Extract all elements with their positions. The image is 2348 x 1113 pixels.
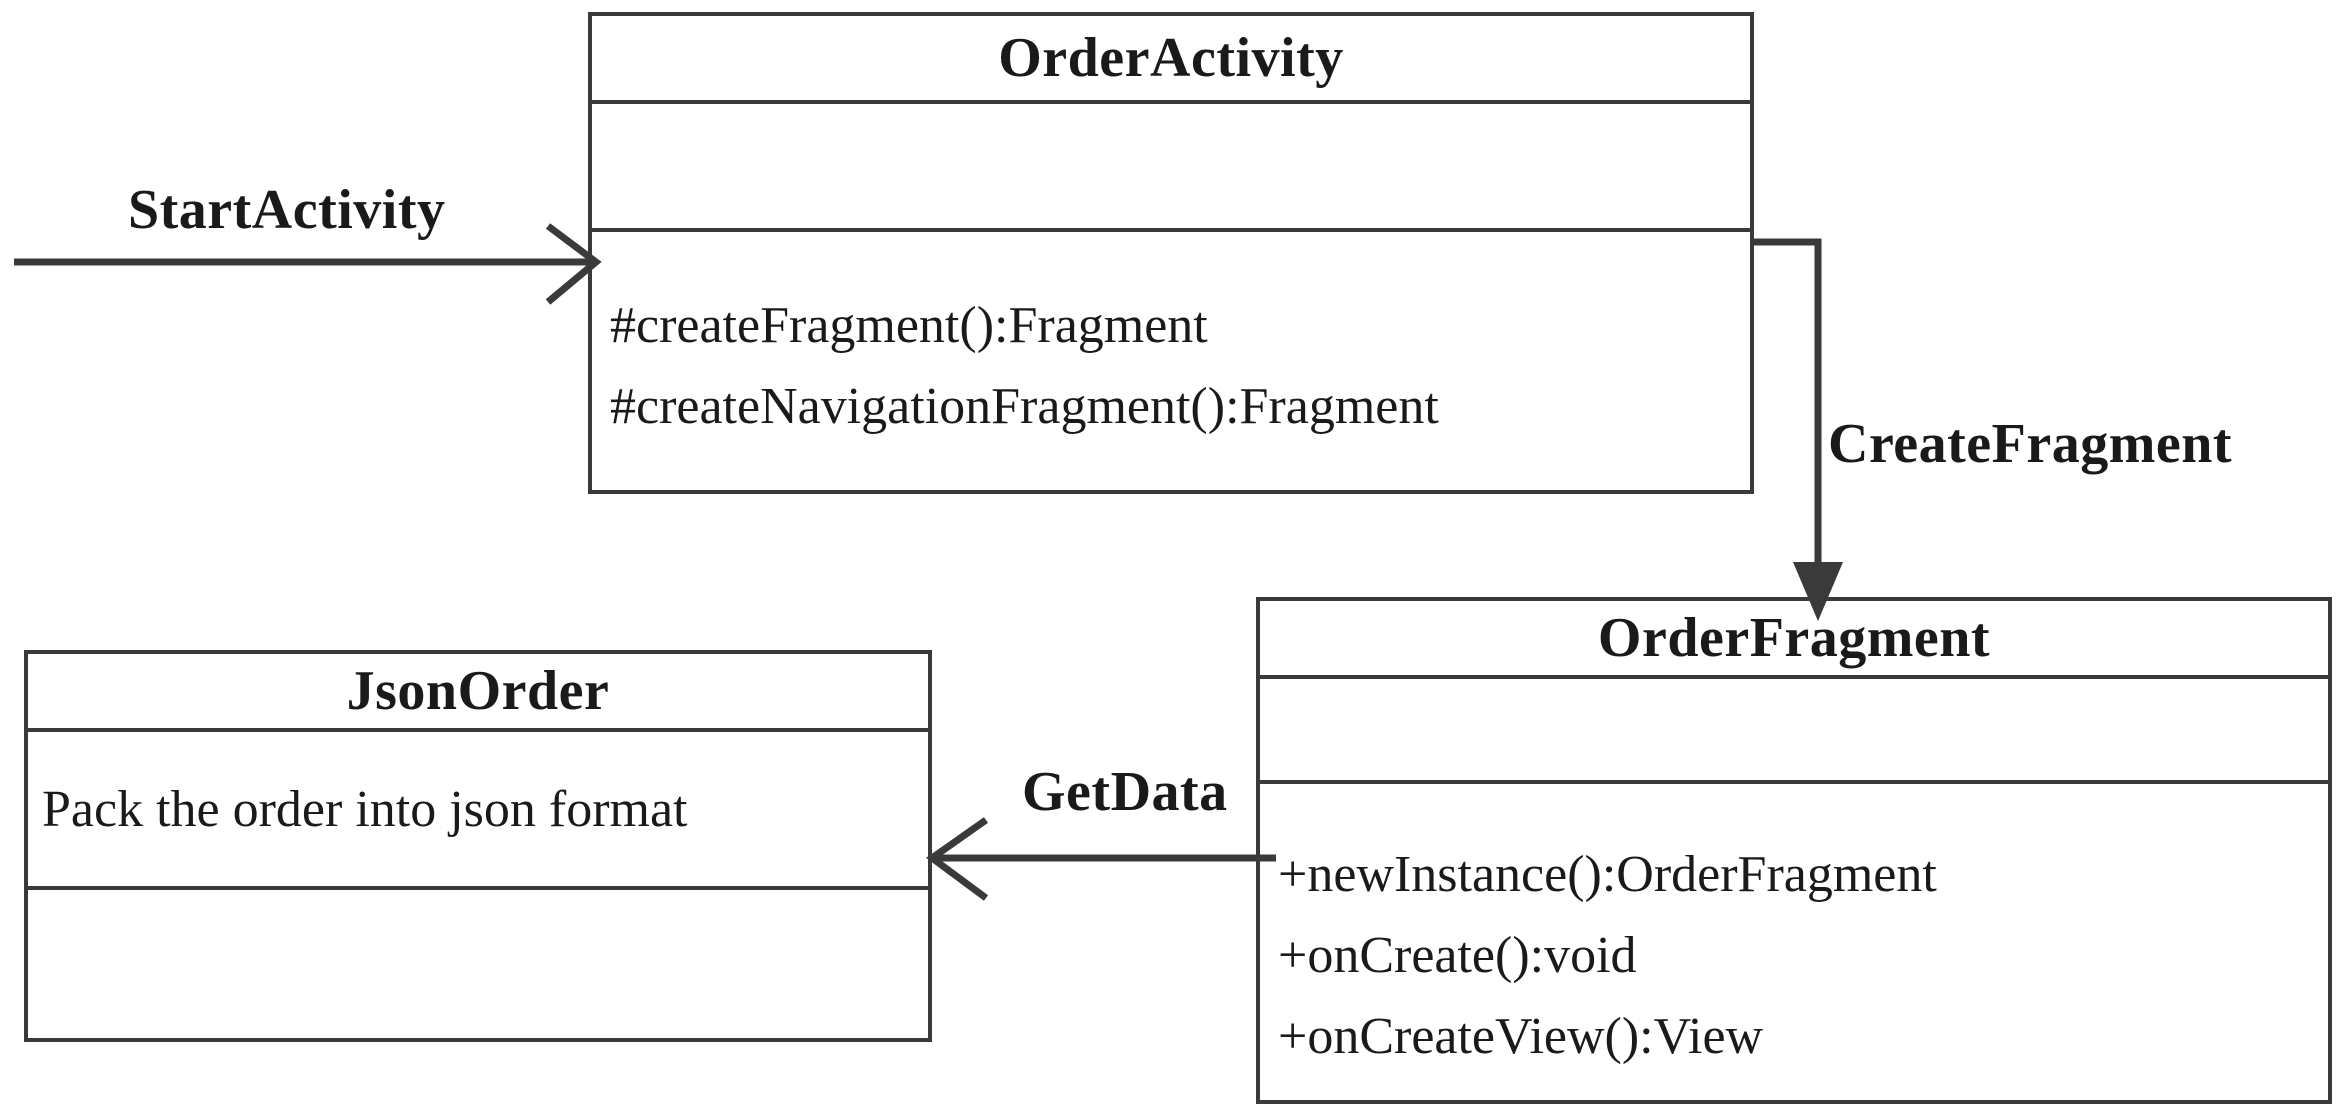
class-name-jsonorder: JsonOrder xyxy=(346,660,610,722)
description-compartment-jsonorder: Pack the order into json format xyxy=(28,728,928,886)
methods-compartment-orderactivity: #createFragment():Fragment #createNaviga… xyxy=(592,228,1750,490)
method-item: #createNavigationFragment():Fragment xyxy=(610,378,1439,435)
attributes-compartment-orderfragment xyxy=(1260,675,2328,780)
methods-compartment-orderfragment: +newInstance():OrderFragment +onCreate()… xyxy=(1260,780,2328,1100)
attributes-compartment-orderactivity xyxy=(592,100,1750,228)
connector-arrow-startactivity xyxy=(14,223,602,305)
class-box-jsonorder[interactable]: JsonOrder Pack the order into json forma… xyxy=(24,650,932,1042)
method-item: +onCreateView():View xyxy=(1278,1007,1764,1065)
connector-label-startactivity: StartActivity xyxy=(128,179,446,241)
class-name-orderactivity: OrderActivity xyxy=(998,27,1344,89)
method-item: +onCreate():void xyxy=(1278,926,1637,984)
connector-arrow-createfragment xyxy=(1752,238,1844,622)
connector-label-getdata: GetData xyxy=(1022,761,1228,823)
method-item: #createFragment():Fragment xyxy=(610,297,1208,354)
class-box-orderactivity[interactable]: OrderActivity #createFragment():Fragment… xyxy=(588,12,1754,494)
method-item: +newInstance():OrderFragment xyxy=(1278,845,1937,903)
class-name-orderfragment: OrderFragment xyxy=(1597,607,1991,669)
methods-compartment-jsonorder xyxy=(28,886,928,1038)
class-box-orderfragment[interactable]: OrderFragment +newInstance():OrderFragme… xyxy=(1256,597,2332,1104)
connector-label-createfragment: CreateFragment xyxy=(1828,413,2233,475)
connector-arrow-getdata xyxy=(926,817,1276,901)
